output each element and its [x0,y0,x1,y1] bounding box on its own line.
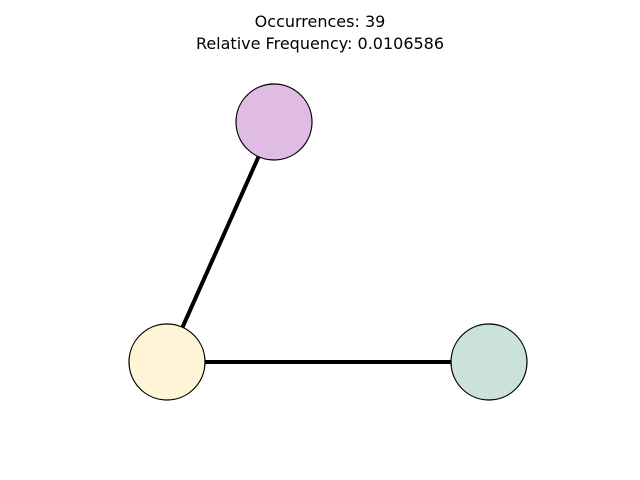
node-left [128,323,206,401]
node-top [235,83,313,161]
title-relative-frequency: Relative Frequency: 0.0106586 [195,34,445,53]
graph-edges [165,121,489,364]
graph-nodes [128,83,528,401]
node-right [450,323,528,401]
figure-title: Occurrences: 39 Relative Frequency: 0.01… [0,11,640,55]
edge-top-left [165,121,276,363]
title-occurrences: Occurrences: 39 [254,12,386,31]
